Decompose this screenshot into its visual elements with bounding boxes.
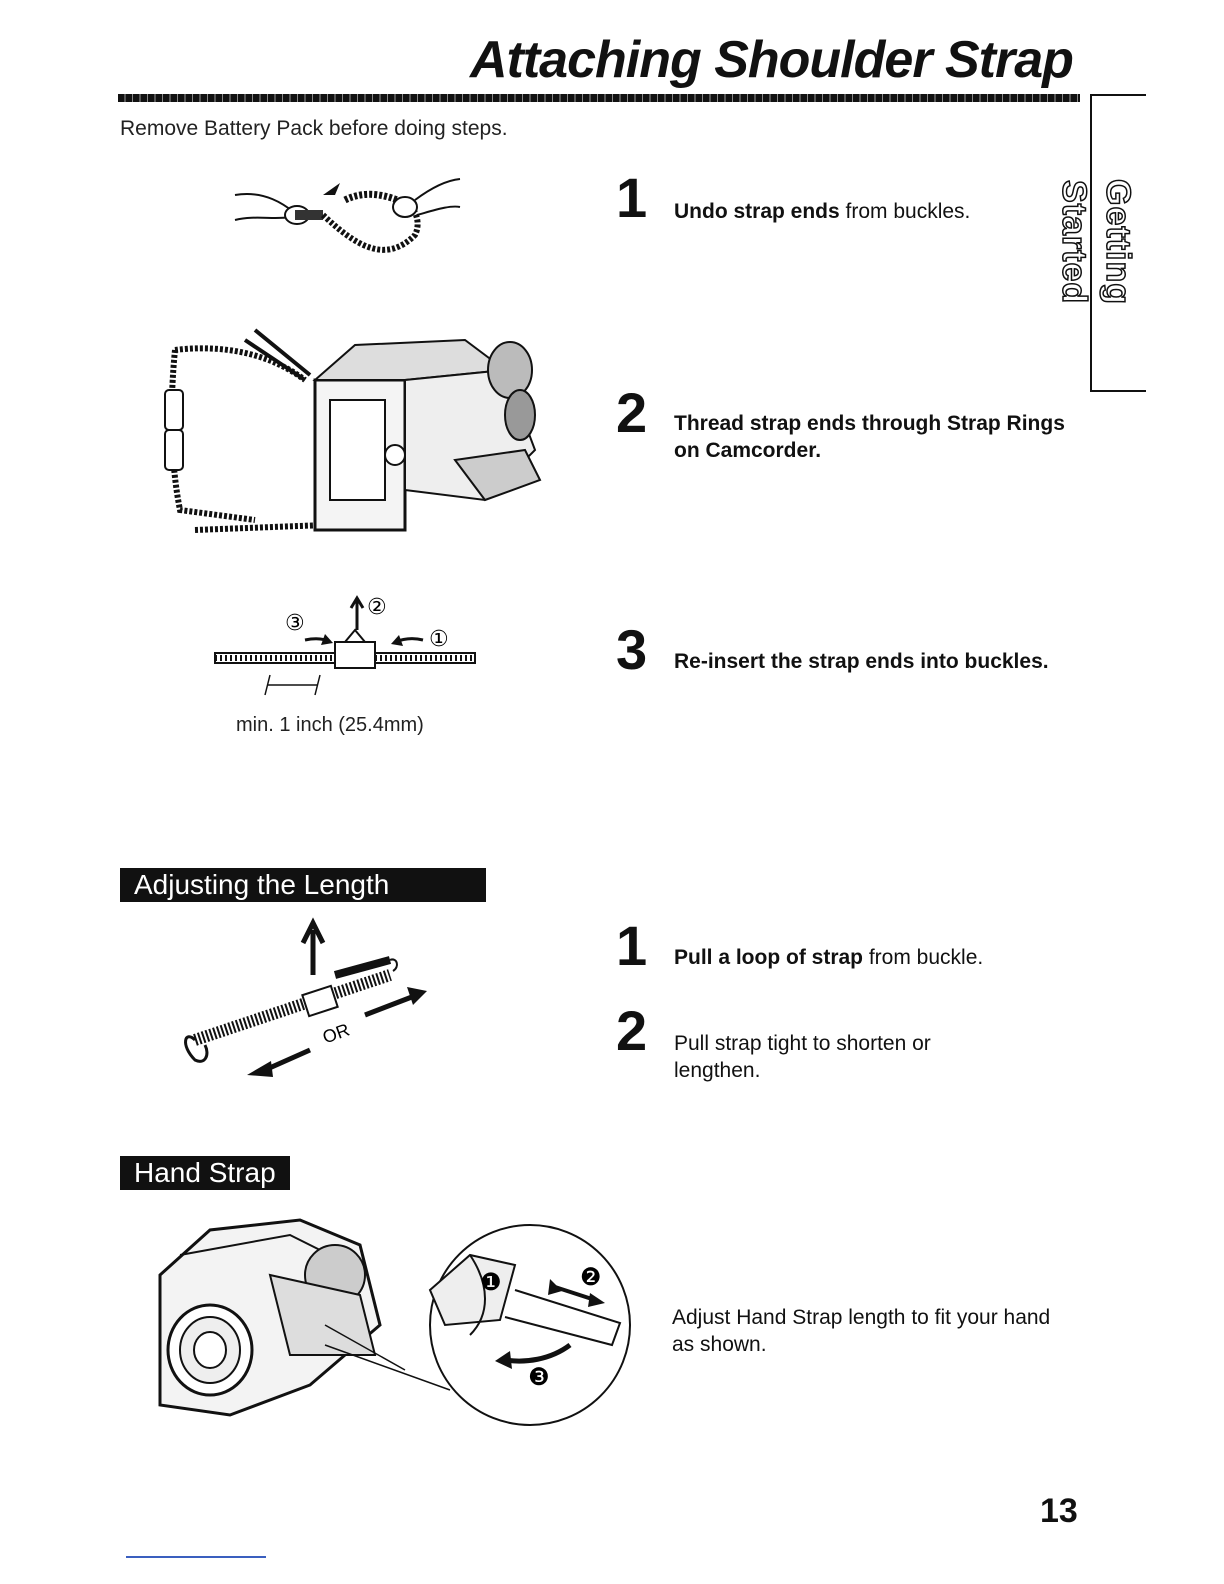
step-1-bold: Undo strap ends — [674, 200, 840, 223]
step-2-bold: Thread strap ends through Strap Rings on… — [674, 412, 1065, 462]
step-2-text: Thread strap ends through Strap Rings on… — [674, 410, 1074, 464]
footer-rule — [126, 1556, 266, 1558]
or-label: OR — [320, 1020, 352, 1048]
buckle-label-2: ② — [367, 595, 387, 620]
hand-strap-header: Hand Strap — [120, 1156, 290, 1190]
step-3-number: 3 — [616, 618, 648, 681]
hand-strap-text: Adjust Hand Strap length to fit your han… — [672, 1306, 1051, 1356]
adjust-step-2-number: 2 — [616, 999, 648, 1062]
adjust-step-1-rest: from buckle. — [863, 946, 984, 969]
adjust-length-illustration: OR — [184, 917, 427, 1077]
buckle-label-3: ③ — [285, 611, 305, 636]
page-number: 13 — [1040, 1492, 1078, 1530]
adjust-step-2-text: Pull strap tight to shorten or lengthen. — [674, 1030, 994, 1084]
step-3-text: Re-insert the strap ends into buckles. — [674, 648, 1074, 675]
hand-strap-callout-3: ❸ — [528, 1363, 550, 1391]
side-tab-frame — [1090, 94, 1146, 392]
step-3-bold: Re-insert the strap ends into buckles. — [674, 650, 1049, 673]
adjust-step-2-rest: Pull strap tight to shorten or lengthen. — [674, 1032, 931, 1082]
step-1-number: 1 — [616, 166, 648, 229]
adjust-step-1-text: Pull a loop of strap from buckle. — [674, 944, 1074, 971]
title-rule — [118, 94, 1080, 102]
hand-strap-callout-1: ❶ — [480, 1268, 502, 1296]
adjust-step-1-bold: Pull a loop of strap — [674, 946, 864, 969]
step-1-rest: from buckles. — [839, 200, 971, 223]
side-tab-label: Getting Started — [1054, 178, 1138, 305]
adjust-step-1-number: 1 — [616, 914, 648, 977]
step-2-number: 2 — [616, 381, 648, 444]
buckle-illustration: ③ ② ① — [214, 595, 476, 696]
buckle-label-1: ① — [429, 627, 449, 652]
subtitle: Remove Battery Pack before doing steps. — [120, 117, 508, 140]
step-1-text: Undo strap ends from buckles. — [674, 198, 1074, 225]
camcorder-strap-rings-illustration — [164, 328, 542, 533]
adjusting-length-header: Adjusting the Length — [120, 868, 486, 902]
hand-strap-illustration: ❶ ❷ ❸ — [158, 1218, 631, 1426]
strap-hands-illustration — [234, 178, 461, 253]
hand-strap-callout-2: ❷ — [580, 1263, 602, 1291]
page-title: Attaching Shoulder Strap — [470, 31, 1074, 89]
buckle-caption: min. 1 inch (25.4mm) — [236, 714, 424, 736]
